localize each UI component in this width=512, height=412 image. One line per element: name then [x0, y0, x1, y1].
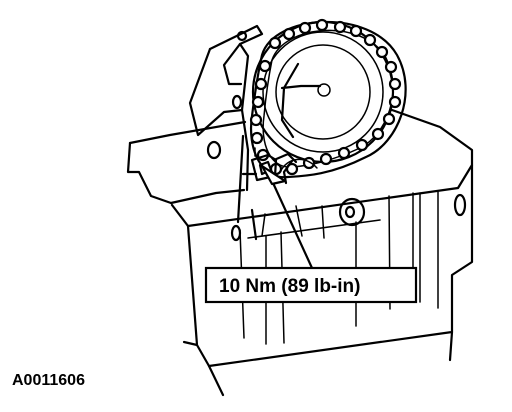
torque-callout: 10 Nm (89 lb-in) [204, 266, 418, 304]
torque-callout-label: 10 Nm (89 lb-in) [219, 276, 360, 297]
torque-leader-arrow [260, 164, 314, 270]
figure-id-label: A0011606 [12, 372, 85, 389]
torque-callout-box [204, 266, 418, 304]
chain-tensioner [241, 147, 298, 185]
